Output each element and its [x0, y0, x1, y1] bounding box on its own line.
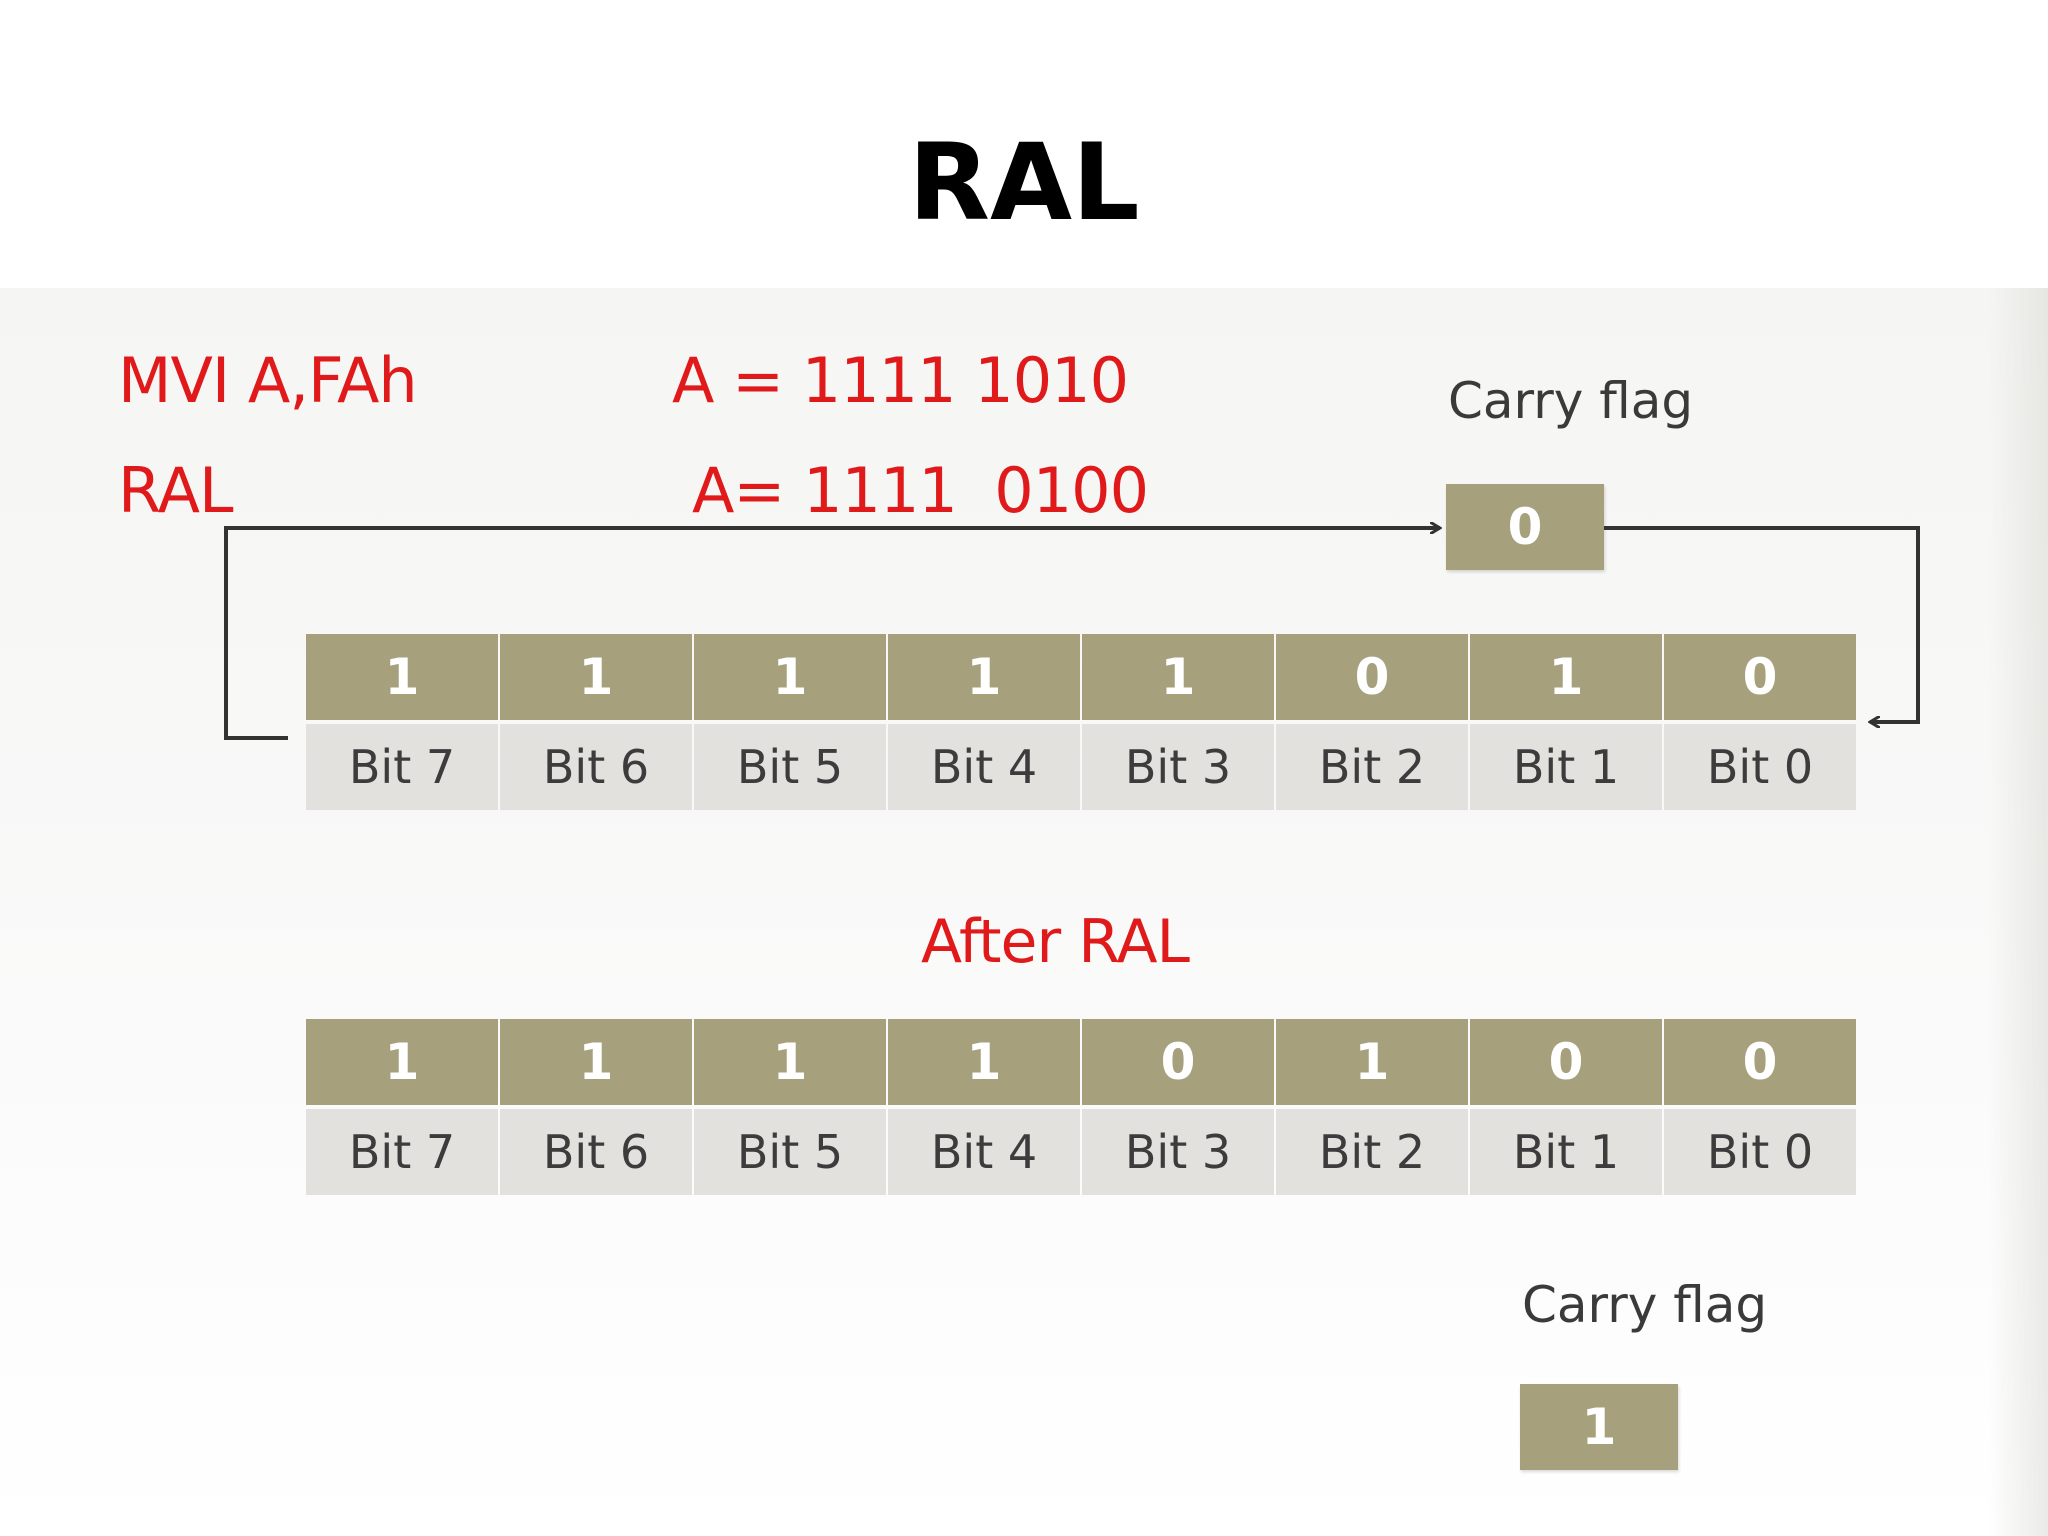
bit-label: Bit 5	[694, 724, 886, 810]
bit-value: 1	[888, 634, 1080, 720]
background-shade	[1988, 288, 2048, 1536]
register-before: 1 1 1 1 1 0 1 0 Bit 7 Bit 6 Bit 5 Bit 4 …	[306, 634, 1860, 810]
bit-value: 1	[1082, 634, 1274, 720]
bit-value: 0	[1082, 1019, 1274, 1105]
carry-flag-value-after: 1	[1581, 1398, 1617, 1456]
carry-to-bit0-arrow	[1604, 526, 1920, 722]
carry-flag-box-before: 0	[1446, 484, 1604, 570]
carry-flag-box-after: 1	[1520, 1384, 1678, 1470]
instruction-ral-result: A= 1111 0100	[692, 454, 1149, 527]
bit-label: Bit 6	[500, 1109, 692, 1195]
carry-flag-label-after: Carry flag	[1522, 1276, 1768, 1334]
bit-label: Bit 0	[1664, 724, 1856, 810]
instruction-mvi-result: A = 1111 1010	[672, 344, 1129, 417]
bit-value: 0	[1664, 1019, 1856, 1105]
carry-flag-value-before: 0	[1507, 498, 1543, 556]
bit-label: Bit 4	[888, 724, 1080, 810]
carry-flag-label-before: Carry flag	[1448, 372, 1694, 430]
bit-value: 1	[1276, 1019, 1468, 1105]
instruction-ral: RAL	[118, 454, 234, 527]
bit-value: 0	[1664, 634, 1856, 720]
slide-title: RAL	[908, 121, 1140, 244]
after-ral-heading: After RAL	[921, 907, 1190, 977]
bit-value: 0	[1470, 1019, 1662, 1105]
register-before-values: 1 1 1 1 1 0 1 0	[306, 634, 1860, 720]
bit-label: Bit 2	[1276, 724, 1468, 810]
bit-label: Bit 0	[1664, 1109, 1856, 1195]
bit-label: Bit 3	[1082, 724, 1274, 810]
bit-label: Bit 7	[306, 1109, 498, 1195]
bit-label: Bit 1	[1470, 724, 1662, 810]
register-after-values: 1 1 1 1 0 1 0 0	[306, 1019, 1860, 1105]
bit-label: Bit 4	[888, 1109, 1080, 1195]
background-panel	[0, 288, 2048, 1536]
register-after: 1 1 1 1 0 1 0 0 Bit 7 Bit 6 Bit 5 Bit 4 …	[306, 1019, 1860, 1195]
bit-value: 1	[306, 634, 498, 720]
bit-value: 1	[694, 634, 886, 720]
bit-value: 1	[500, 634, 692, 720]
bit-value: 1	[306, 1019, 498, 1105]
bit-value: 1	[694, 1019, 886, 1105]
bit-value: 1	[500, 1019, 692, 1105]
bit-value: 1	[888, 1019, 1080, 1105]
bit-value: 1	[1470, 634, 1662, 720]
bit-label: Bit 5	[694, 1109, 886, 1195]
bit-label: Bit 1	[1470, 1109, 1662, 1195]
instruction-mvi: MVI A,FAh	[118, 344, 418, 417]
bit-label: Bit 6	[500, 724, 692, 810]
bit-label: Bit 3	[1082, 1109, 1274, 1195]
bit-value: 0	[1276, 634, 1468, 720]
register-after-labels: Bit 7 Bit 6 Bit 5 Bit 4 Bit 3 Bit 2 Bit …	[306, 1105, 1860, 1195]
bit-label: Bit 7	[306, 724, 498, 810]
register-before-labels: Bit 7 Bit 6 Bit 5 Bit 4 Bit 3 Bit 2 Bit …	[306, 720, 1860, 810]
bit-label: Bit 2	[1276, 1109, 1468, 1195]
bit7-to-carry-arrow	[224, 528, 1440, 740]
